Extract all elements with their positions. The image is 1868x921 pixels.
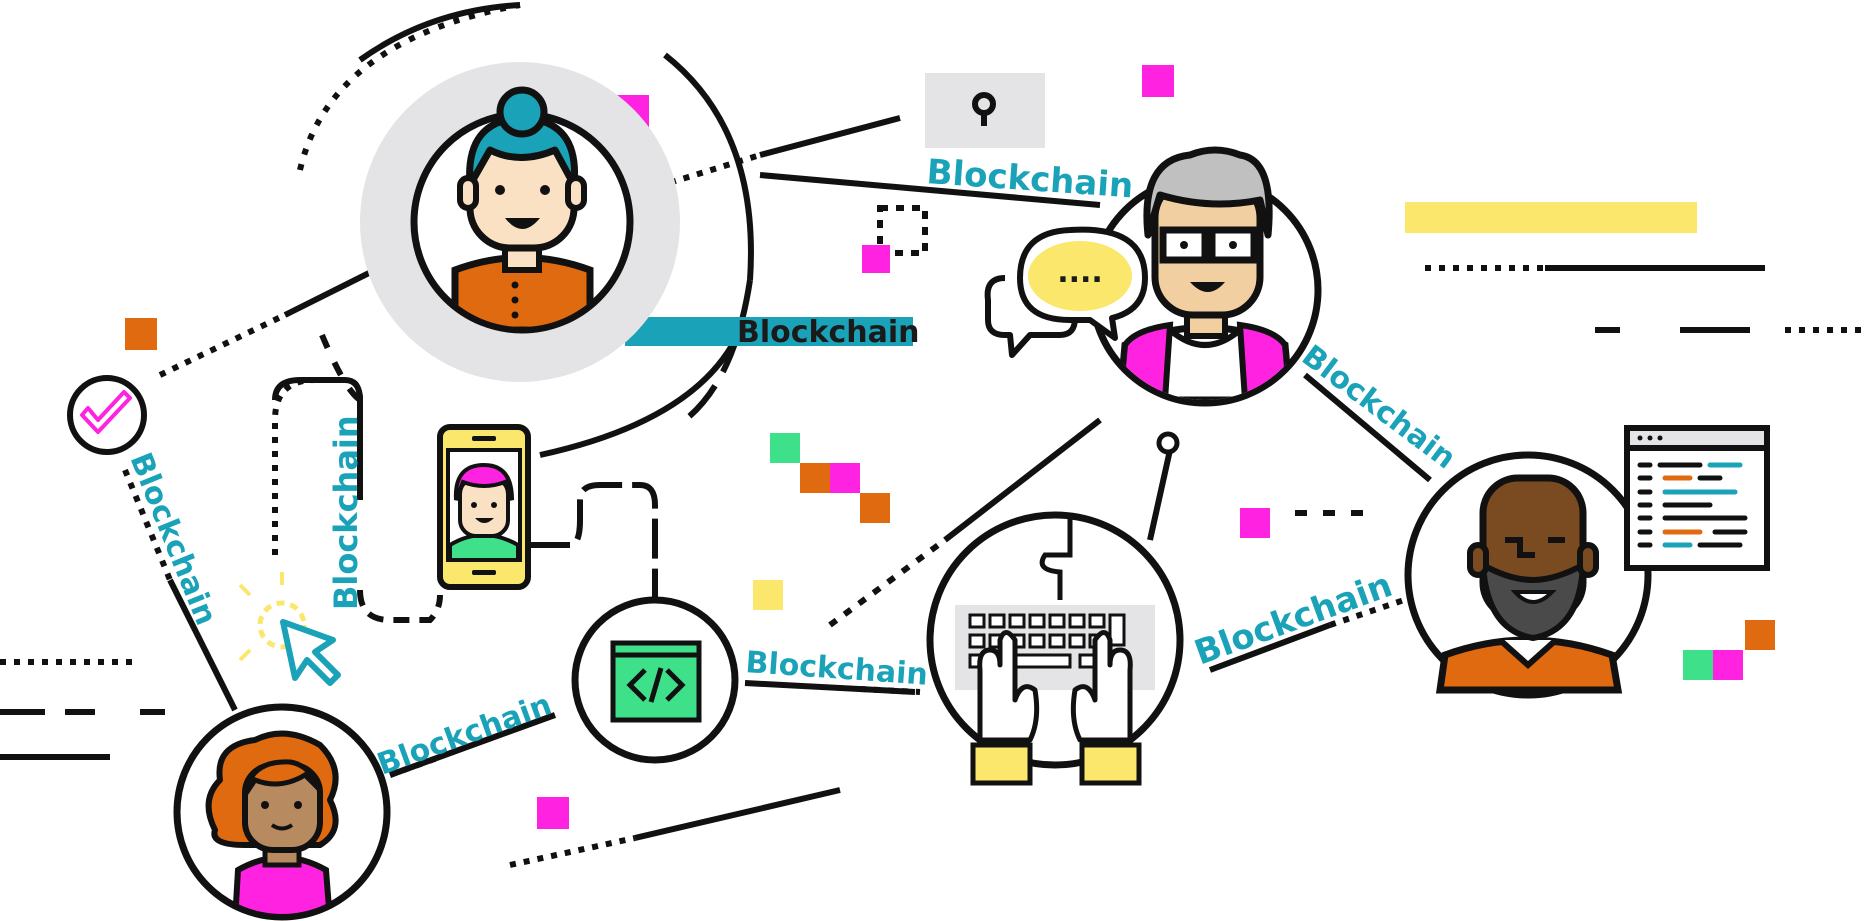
- blockchain-label-phone-loop: Blockchain: [327, 415, 365, 610]
- decor-squares: [125, 65, 1775, 829]
- blockchain-label-keyboard-link: Blockchain: [1189, 565, 1397, 673]
- older-man-glasses-avatar: [1088, 146, 1322, 407]
- woman-red-hair-avatar: [173, 703, 391, 921]
- keyboard-typing-icon: [926, 431, 1184, 786]
- blockchain-label-top: Blockchain: [925, 152, 1134, 206]
- blockchain-label-check-link: Blockchain: [123, 448, 224, 630]
- chat-bubble-text: ....: [1057, 255, 1103, 290]
- blockchain-label-woman-link: Blockchain: [373, 687, 556, 782]
- bearded-man-avatar: [1404, 451, 1652, 699]
- smartphone-video-call-icon: [437, 424, 531, 590]
- code-window-icon: [571, 596, 739, 764]
- blockchain-label-man-link: Blockchain: [1295, 338, 1462, 476]
- connection-lines: [0, 2, 1868, 868]
- woman-teal-hair-avatar: [360, 62, 680, 382]
- blockchain-label-banner: Blockchain: [737, 315, 920, 350]
- cursor-click-icon: [238, 572, 341, 686]
- checkmark-circle-icon: [67, 375, 147, 455]
- keyhole-icon: [925, 73, 1045, 148]
- code-editor-window-icon: [1624, 425, 1770, 571]
- chat-bubbles-icon: ....: [984, 226, 1148, 358]
